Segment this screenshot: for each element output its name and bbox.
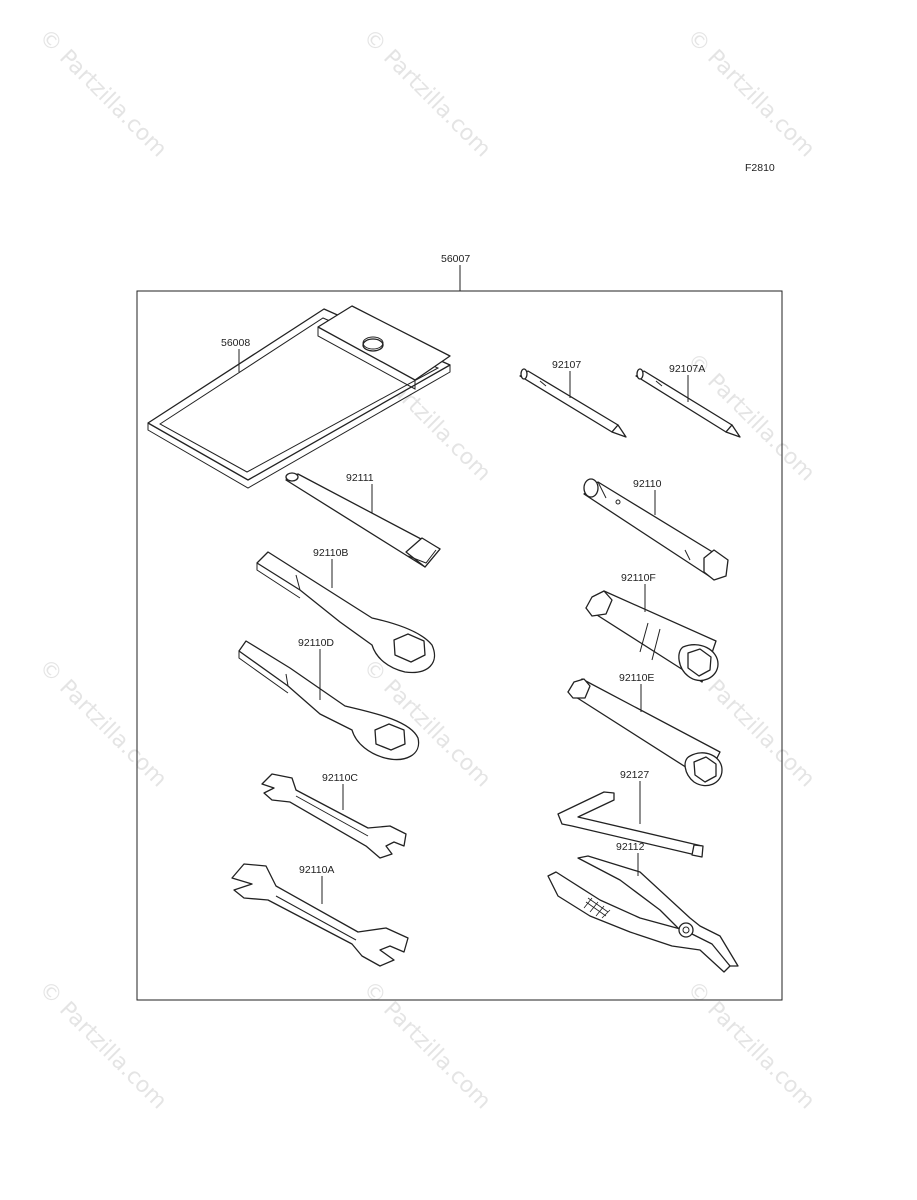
label-92107A: 92107A (669, 363, 705, 375)
socket-92110E[interactable] (567, 678, 723, 787)
hex-key-92127[interactable] (557, 791, 704, 858)
figure-code: F2810 (745, 162, 775, 174)
socket-92110F[interactable] (585, 590, 719, 683)
open-spanner-92110C[interactable] (261, 773, 407, 859)
kit-label: 56007 (441, 253, 470, 265)
watermark: © Partzilla.com (358, 25, 496, 163)
label-92110: 92110 (633, 478, 662, 490)
ring-spanner-92110B[interactable] (256, 551, 436, 674)
watermark: © Partzilla.com (34, 25, 172, 163)
watermark: © Partzilla.com (34, 655, 172, 793)
label-92110A: 92110A (299, 864, 334, 876)
screwdriver-92107A[interactable] (635, 368, 741, 438)
label-92110C: 92110C (322, 772, 358, 784)
watermark: © Partzilla.com (682, 25, 820, 163)
label-92110B: 92110B (313, 547, 348, 559)
label-92107: 92107 (552, 359, 581, 371)
label-56008: 56008 (221, 337, 250, 349)
watermark: © Partzilla.com (682, 977, 820, 1115)
tool-pouch[interactable] (147, 305, 451, 489)
socket-wrench-92110[interactable] (583, 478, 729, 581)
watermark: © Partzilla.com (358, 977, 496, 1115)
handle-92111[interactable] (285, 472, 441, 568)
label-92110D: 92110D (298, 637, 334, 649)
pliers-92112[interactable] (547, 855, 739, 973)
label-92111: 92111 (346, 472, 374, 484)
label-92110F: 92110F (621, 572, 656, 584)
label-92112: 92112 (616, 841, 645, 853)
label-92127: 92127 (620, 769, 649, 781)
watermark: © Partzilla.com (34, 977, 172, 1115)
ring-spanner-92110D[interactable] (238, 640, 420, 761)
kit-frame (136, 290, 783, 1001)
screwdriver-92107[interactable] (519, 368, 627, 438)
open-spanner-92110A[interactable] (231, 863, 409, 967)
label-92110E: 92110E (619, 672, 654, 684)
